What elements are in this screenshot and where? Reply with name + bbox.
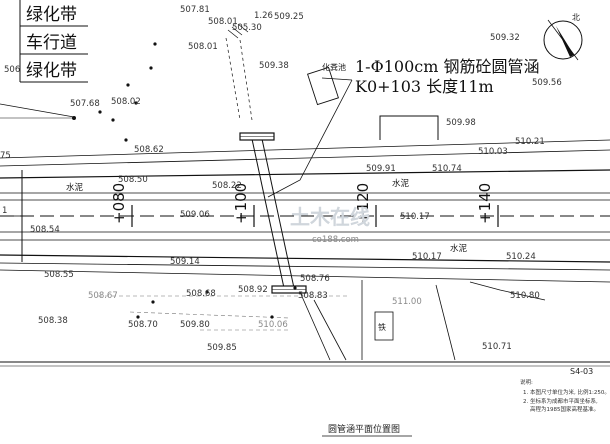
elev-21: 510.17 (400, 212, 430, 222)
culvert-title-line2: K0+103 长度11m (355, 77, 494, 96)
elev-23: 509.14 (170, 257, 200, 267)
elev-15: 510.03 (478, 147, 508, 157)
septic-tank-label: 化粪池 (322, 62, 346, 72)
elev-16: 508.50 (118, 175, 148, 185)
material-label-3: 水泥 (450, 243, 468, 254)
elev-42: 1 (2, 206, 7, 216)
elev-26: 508.55 (44, 270, 74, 280)
culvert-pipe (239, 132, 307, 294)
notes-line2: 2. 坐标系为成都市平面坐标系, (523, 397, 598, 405)
elev-13: 508.62 (134, 145, 164, 155)
elev-18: 509.91 (366, 164, 396, 174)
elev-19: 510.74 (432, 164, 462, 174)
elev-6: 508.01 (188, 42, 218, 52)
north-arrow-icon: 北 (543, 13, 583, 61)
elev-37: 510.06 (258, 320, 288, 330)
elev-41: 506 (4, 65, 20, 75)
elev-34: 508.70 (128, 320, 158, 330)
material-label-2: 水泥 (392, 178, 410, 189)
notes-line1: 1. 本图尺寸单位为米, 比例1:250。 (523, 388, 610, 396)
elev-29: 508.68 (186, 289, 216, 299)
elev-9: 509.56 (532, 78, 562, 88)
elev-30: 508.92 (238, 285, 268, 295)
elev-35: 509.80 (180, 320, 210, 330)
station-140: +140 (476, 183, 494, 224)
elev-24: 510.17 (412, 252, 442, 262)
material-label-1: 水泥 (66, 182, 84, 193)
elev-32: 510.80 (510, 291, 540, 301)
elev-10: 508.02 (111, 97, 141, 107)
elev-5: 1.26 (254, 11, 273, 21)
station-100: +100 (232, 183, 250, 224)
elev-31: 508.83 (298, 291, 328, 301)
watermark-sub: co188.com (312, 235, 359, 245)
septic-tank: 化粪池 (307, 62, 346, 106)
north-label: 北 (572, 13, 580, 22)
elev-11: 507.68 (70, 99, 100, 109)
layer-greenbelt-bottom: 绿化带 (26, 61, 77, 81)
elev-39: 510.71 (482, 342, 512, 352)
elev-1: 507.81 (180, 5, 210, 15)
elev-12: 509.98 (446, 118, 476, 128)
elev-3: 505.30 (232, 23, 262, 33)
station-120: +120 (354, 183, 372, 224)
elev-14: 510.21 (515, 137, 545, 147)
layer-greenbelt-top: 绿化带 (26, 5, 77, 25)
elev-27: 508.76 (300, 274, 330, 284)
layer-legend: 绿化带 车行道 绿化带 (19, 0, 88, 83)
elev-4: 509.25 (274, 12, 304, 22)
elev-2: 508.01 (208, 17, 238, 27)
elev-38: 509.85 (207, 343, 237, 353)
elev-20: 509.06 (180, 210, 210, 220)
elev-40: 75 (0, 151, 11, 161)
watermark: 土木在线 (290, 205, 370, 229)
road-band (0, 139, 610, 283)
station-080: +080 (110, 183, 128, 224)
elev-25: 510.24 (506, 252, 536, 262)
elev-36: 511.00 (392, 297, 422, 307)
elev-7: 509.38 (259, 61, 289, 71)
elev-17: 508.22 (212, 181, 242, 191)
elev-33: 508.38 (38, 316, 68, 326)
elev-8: 509.32 (490, 33, 520, 43)
building-label: 铁 (378, 322, 386, 332)
elev-28: 508.67 (88, 291, 118, 301)
drawing-number: S4-03 (570, 367, 593, 376)
layer-carriageway: 车行道 (26, 33, 77, 53)
drawing-title: 圆管涵平面位置图 (328, 423, 400, 435)
culvert-title-line1: 1-Φ100cm 钢筋砼圆管涵 (355, 57, 539, 76)
elev-22: 508.54 (30, 225, 60, 235)
notes-line3: 高程为1985国家高程基准。 (530, 405, 599, 413)
notes-heading: 说明: (520, 378, 533, 386)
